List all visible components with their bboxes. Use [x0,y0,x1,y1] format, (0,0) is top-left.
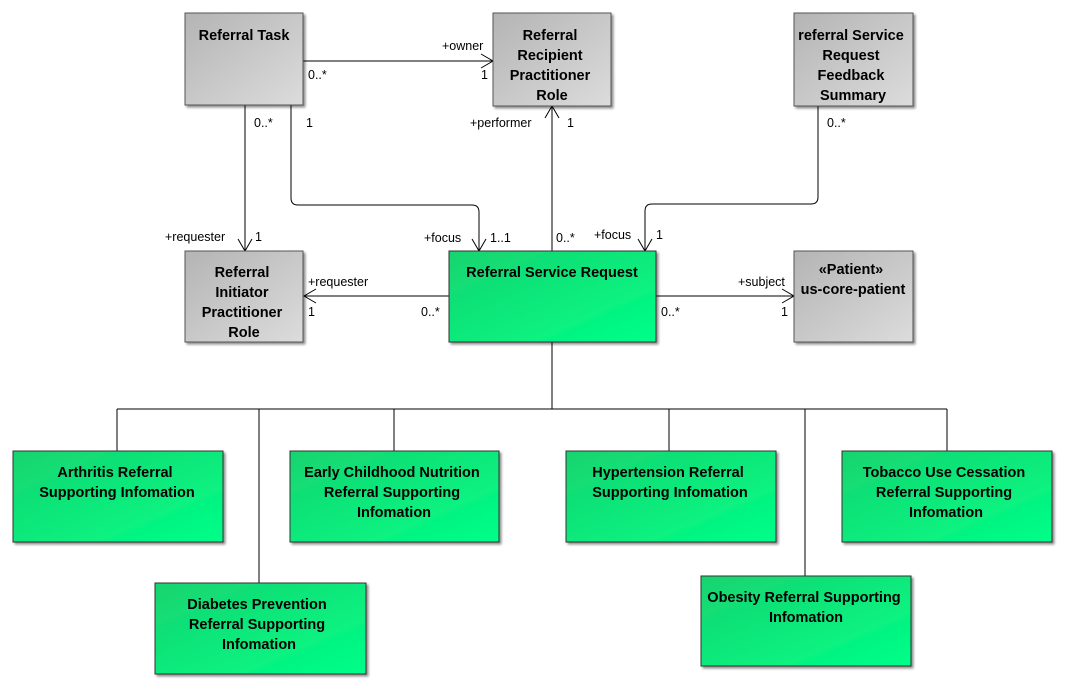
box-hypertension-title: Hypertension Referral Supporting Infomat… [592,465,748,501]
label-subject-role: +subject [738,275,785,289]
label-sr-requester-mult-tgt: 1 [308,305,315,319]
box-hypertension: Hypertension Referral Supporting Infomat… [565,450,777,543]
box-recipient-practitioner-role: Referral Recipient Practitioner Role [492,12,612,107]
arrow-sr-requester [303,288,317,304]
box-referral-service-request: Referral Service Request [448,250,657,343]
box-arthritis: Arthritis Referral Supporting Infomation [12,450,224,543]
label-feedback-focus-mult-tgt: 1 [656,228,663,242]
box-referral-task: Referral Task [184,12,304,106]
label-subject-mult-tgt: 1 [781,305,788,319]
label-subject-mult-src: 0..* [661,305,680,319]
connector-labels: +owner 0..* 1 0..* 1 +performer 1 0..* +… [165,39,846,319]
label-performer-mult-tgt: 1 [567,116,574,130]
label-feedback-mult-src: 0..* [827,116,846,130]
label-performer-mult-src: 0..* [556,231,575,245]
connectors [116,53,948,583]
box-diabetes: Diabetes Prevention Referral Supporting … [154,582,367,675]
label-task-focus-mult-src: 1 [306,116,313,130]
box-initiator-role-title: Referral Initiator Practitioner Role [202,265,287,341]
box-early-childhood: Early Childhood Nutrition Referral Suppo… [289,450,500,543]
label-task-focus-role: +focus [424,231,461,245]
label-requester-mult-left: 1 [255,230,262,244]
box-patient-title: «Patient» us-core-patient [801,262,906,298]
box-service-request-title: Referral Service Request [466,265,638,281]
edge-feedback-focus [644,106,819,251]
label-requester-role-left: +requester [165,230,225,244]
box-diabetes-title: Diabetes Prevention Referral Supporting … [187,597,330,653]
box-referral-task-title: Referral Task [199,28,291,44]
box-early-childhood-title: Early Childhood Nutrition Referral Suppo… [304,465,484,521]
label-task-focus-mult-tgt: 1..1 [490,231,511,245]
label-owner-role: +owner [442,39,483,53]
box-arthritis-title: Arthritis Referral Supporting Infomation [39,465,194,501]
label-feedback-focus-role: +focus [594,228,631,242]
box-recipient-role-title: Referral Recipient Practitioner Role [510,28,595,104]
box-patient: «Patient» us-core-patient [793,250,914,343]
box-feedback-summary-title: referral Service Request Feedback Summar… [798,28,908,104]
label-task-requester-mult-src: 0..* [254,116,273,130]
box-feedback-summary: referral Service Request Feedback Summar… [793,12,914,107]
label-owner-mult-src: 0..* [308,68,327,82]
label-sr-requester-role: +requester [308,275,368,289]
edge-task-focus [290,105,480,251]
label-performer-role: +performer [470,116,531,130]
label-owner-mult-tgt: 1 [481,68,488,82]
label-sr-requester-mult-src: 0..* [421,305,440,319]
box-obesity: Obesity Referral Supporting Infomation [700,575,912,667]
box-initiator-practitioner-role: Referral Initiator Practitioner Role [184,250,304,343]
box-tobacco-title: Tobacco Use Cessation Referral Supportin… [863,465,1030,521]
box-tobacco: Tobacco Use Cessation Referral Supportin… [841,450,1053,543]
box-obesity-title: Obesity Referral Supporting Infomation [707,590,904,626]
